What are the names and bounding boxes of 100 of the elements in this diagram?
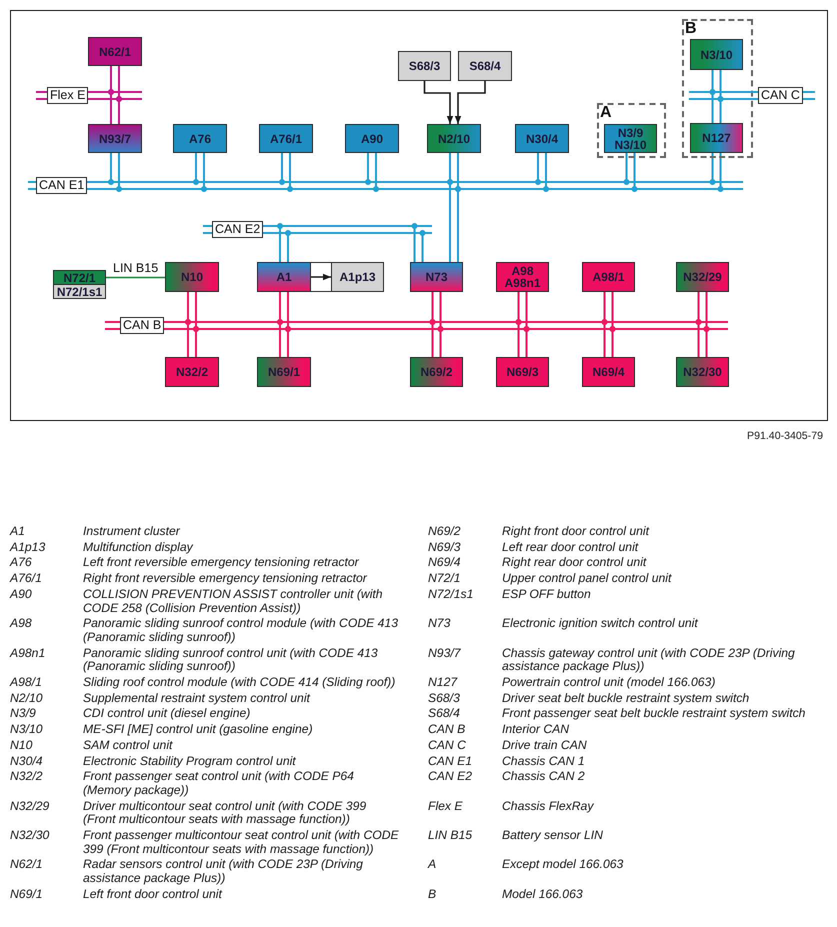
part-description: COLLISION PREVENTION ASSIST controller unit (with CODE 258 (Collision Prevention Assist)) <box>83 588 384 616</box>
part-code: A98/1 <box>10 676 42 690</box>
part-code: CAN E1 <box>428 754 472 768</box>
part-description: Model 166.063 <box>502 888 583 902</box>
part-code: A90 <box>10 588 32 602</box>
part-code: N72/1 <box>428 572 461 586</box>
part-description: Left rear door control unit <box>502 540 638 554</box>
arrow <box>454 81 486 124</box>
part-code: N69/2 <box>428 525 461 539</box>
bus-label: CAN E1 <box>36 177 88 194</box>
part-description: Driver multicontour seat control unit (with CODE 399 (Front multicontour seats with massage function)) <box>83 800 368 828</box>
bus-label: CAN B <box>120 317 164 334</box>
part-code: N3/9 <box>10 707 36 722</box>
part-code: CAN C <box>428 738 466 753</box>
part-code: N73 <box>428 617 450 631</box>
figure-number: P91.40-3405-79 <box>747 430 823 443</box>
component-box: A98/1 <box>582 262 635 292</box>
component-box: N62/1 <box>88 37 142 66</box>
arrow <box>424 81 454 124</box>
component-box: N10 <box>165 262 219 292</box>
component-box: A76 <box>173 124 227 153</box>
component-box: N69/3 <box>496 357 549 387</box>
part-description: Front passenger seat belt buckle restraint system switch <box>502 707 806 722</box>
part-description: CDI control unit (diesel engine) <box>83 707 250 722</box>
component-box: A1p13 <box>331 262 384 292</box>
part-code: A <box>428 858 436 872</box>
part-description: Radar sensors control unit (with CODE 23P (Driving assistance package Plus)) <box>83 858 364 886</box>
part-description: ME-SFI [ME] control unit (gasoline engine) <box>83 723 313 737</box>
part-description: Left front door control unit <box>83 888 222 902</box>
part-code: N30/4 <box>10 754 43 768</box>
part-code: N32/30 <box>10 829 50 843</box>
part-code: S68/4 <box>428 707 460 722</box>
component-box: N72/1 <box>53 270 106 285</box>
part-code: LIN B15 <box>428 829 472 843</box>
part-code: A98n1 <box>10 646 46 660</box>
component-box: S68/4 <box>458 51 512 81</box>
part-code: N69/3 <box>428 540 461 554</box>
part-description: Driver seat belt buckle restraint system switch <box>502 692 750 706</box>
part-code: N10 <box>10 738 32 753</box>
component-box: N72/1s1 <box>53 284 106 299</box>
part-description: Chassis gateway control unit (with CODE 23P (Driving assistance package Plus)) <box>502 646 796 674</box>
component-box: N93/7 <box>88 124 142 153</box>
part-description: Chassis CAN 1 <box>502 754 585 768</box>
part-code: N69/4 <box>428 556 461 570</box>
part-description: SAM control unit <box>83 738 172 753</box>
group-label: A <box>600 105 612 121</box>
part-description: Panoramic sliding sunroof control unit (with CODE 413 (Panoramic sliding sunroof)) <box>83 646 379 674</box>
part-description: Chassis CAN 2 <box>502 770 585 784</box>
part-code: N32/29 <box>10 800 50 814</box>
part-code: N3/10 <box>10 723 43 737</box>
part-description: Left front reversible emergency tensioning retractor <box>83 556 359 570</box>
dashed-group-frame <box>682 19 753 158</box>
part-code: N69/1 <box>10 888 43 902</box>
part-code: N62/1 <box>10 858 43 872</box>
part-description: Except model 166.063 <box>502 858 624 872</box>
component-box: A1 <box>257 262 311 292</box>
component-box: N3/9 N3/10 <box>604 124 657 153</box>
arrow <box>311 274 331 280</box>
component-box: A98 A98n1 <box>496 262 549 292</box>
part-description: Drive train CAN <box>502 738 587 753</box>
part-description: Front passenger seat control unit (with CODE P64 (Memory package)) <box>83 770 355 798</box>
part-description: Panoramic sliding sunroof control module (with CODE 413 (Panoramic sliding sunroof)) <box>83 617 399 645</box>
part-description: Right front reversible emergency tensioning retractor <box>83 572 367 586</box>
part-description: Electronic ignition switch control unit <box>502 617 698 631</box>
part-code: N2/10 <box>10 692 43 706</box>
group-label: B <box>685 21 697 37</box>
component-box: N3/10 <box>690 39 743 70</box>
part-description: ESP OFF button <box>502 588 591 602</box>
part-description: Right rear door control unit <box>502 556 646 570</box>
part-description: Sliding roof control module (with CODE 414 (Sliding roof)) <box>83 676 396 690</box>
part-code: A76/1 <box>10 572 42 586</box>
part-description: Upper control panel control unit <box>502 572 672 586</box>
part-code: N93/7 <box>428 646 461 660</box>
part-code: CAN B <box>428 723 466 737</box>
part-code: S68/3 <box>428 692 460 706</box>
bus-label: CAN C <box>758 87 803 104</box>
component-box: S68/3 <box>398 51 451 81</box>
module-outline <box>257 262 384 292</box>
part-description: Instrument cluster <box>83 525 180 539</box>
component-box: N32/2 <box>165 357 219 387</box>
part-description: Chassis FlexRay <box>502 800 594 814</box>
part-code: Flex E <box>428 800 463 814</box>
connector-line <box>106 276 165 278</box>
part-code: N72/1s1 <box>428 588 474 602</box>
dashed-group-frame <box>597 103 666 158</box>
part-code: A1p13 <box>10 540 46 554</box>
component-box: N30/4 <box>515 124 569 153</box>
part-code: N32/2 <box>10 770 43 784</box>
part-description: Electronic Stability Program control unit <box>83 754 296 768</box>
part-code: N127 <box>428 676 458 690</box>
component-box: N2/10 <box>427 124 481 153</box>
bus-label: Flex E <box>47 87 88 104</box>
part-description: Right front door control unit <box>502 525 650 539</box>
bus-label: CAN E2 <box>212 221 264 238</box>
part-description: Supplemental restraint system control unit <box>83 692 310 706</box>
part-code: CAN E2 <box>428 770 472 784</box>
component-box: A76/1 <box>259 124 313 153</box>
part-description: Interior CAN <box>502 723 570 737</box>
part-description: Front passenger multicontour seat control unit (with CODE 399 (Front multicontour seats with massage function)) <box>83 829 400 856</box>
part-description: Battery sensor LIN <box>502 829 603 843</box>
